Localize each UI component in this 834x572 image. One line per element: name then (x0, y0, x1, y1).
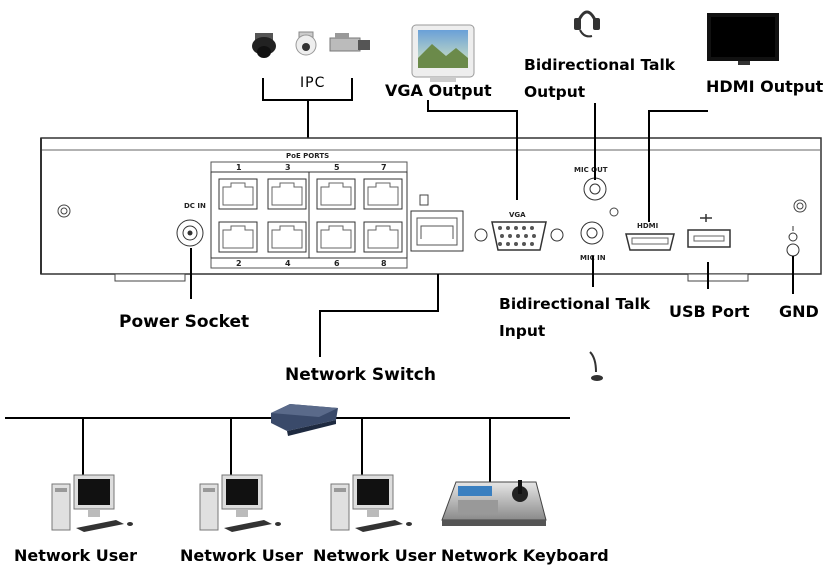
poe-port-number: 4 (285, 259, 291, 268)
ipc-cameras-icon (252, 31, 370, 58)
talk-input-line2: Input (499, 322, 546, 340)
vga-pin (522, 226, 526, 230)
headset-icon (574, 10, 600, 38)
ground-terminal (786, 226, 800, 257)
vga-pin (498, 242, 502, 246)
ipc-label: IPC (300, 75, 326, 91)
vga-pin (514, 226, 518, 230)
svg-text:DC IN: DC IN (184, 202, 206, 210)
gnd-label: GND (779, 302, 819, 321)
poe-rj45-port (267, 178, 307, 210)
poe-rj45-port (267, 221, 307, 253)
vga-pin (530, 242, 534, 246)
poe-rj45-port (316, 221, 356, 253)
vga-pin (500, 234, 504, 238)
talk-input-line1: Bidirectional Talk (499, 295, 651, 313)
vga-monitor-icon (411, 24, 475, 82)
vga-pin (506, 226, 510, 230)
svg-text:HDMI: HDMI (637, 222, 658, 230)
svg-text:VGA: VGA (509, 211, 526, 219)
talk-output-line2: Output (524, 83, 586, 101)
poe-rj45-port (316, 178, 356, 210)
hdmi-tv-icon (707, 13, 779, 65)
network-keyboard-label: Network Keyboard (441, 546, 609, 565)
talk-output-label: Bidirectional Talk Output (524, 52, 675, 106)
poe-port-number: 8 (381, 259, 387, 268)
usb-port-label: USB Port (669, 302, 750, 321)
vga-pin (524, 234, 528, 238)
hdmi-output-label: HDMI Output (706, 77, 824, 96)
vga-output-label: VGA Output (385, 81, 492, 100)
nvr-rear-panel (40, 137, 822, 282)
network-switch-icon (271, 404, 338, 436)
talk-input-label: Bidirectional Talk Input (499, 291, 650, 345)
vga-pin (508, 234, 512, 238)
poe-rj45-port (363, 178, 403, 210)
talk-output-line1: Bidirectional Talk (524, 56, 676, 74)
network-keyboard-icon (441, 480, 547, 526)
network-user-pc-icon (51, 474, 133, 532)
vga-pin (498, 226, 502, 230)
poe-rj45-port (218, 221, 258, 253)
svg-text:PoE PORTS: PoE PORTS (286, 152, 329, 160)
poe-port-number: 5 (334, 163, 340, 172)
network-user-pc-icon (330, 474, 412, 532)
poe-rj45-port (363, 221, 403, 253)
poe-port-number: 1 (236, 163, 242, 172)
mic-out-port: MIC OUT (574, 166, 619, 217)
vga-pin (530, 226, 534, 230)
vga-port: VGA (474, 211, 564, 251)
network-user-label-3: Network User (313, 546, 437, 565)
poe-port-number: 7 (381, 163, 387, 172)
hdmi-port: HDMI (625, 222, 675, 251)
poe-port-number: 2 (236, 259, 242, 268)
poe-ports-block: PoE PORTS 1 3 5 7 2 4 6 8 (210, 152, 408, 269)
vga-pin (506, 242, 510, 246)
power-socket-port: DC IN (176, 202, 206, 247)
poe-rj45-port (218, 178, 258, 210)
svg-text:MIC OUT: MIC OUT (574, 166, 608, 174)
poe-port-number: 3 (285, 163, 291, 172)
usb-port (687, 214, 731, 248)
vga-pin (522, 242, 526, 246)
network-user-pc-icon (199, 474, 281, 532)
network-user-label-2: Network User (180, 546, 304, 565)
network-user-label-1: Network User (14, 546, 138, 565)
vga-pin (514, 242, 518, 246)
power-socket-label: Power Socket (119, 312, 250, 332)
network-port (410, 194, 464, 252)
vga-pin (532, 234, 536, 238)
vga-pin (516, 234, 520, 238)
poe-port-number: 6 (334, 259, 340, 268)
microphone-icon (589, 351, 603, 381)
network-switch-label: Network Switch (285, 365, 436, 385)
